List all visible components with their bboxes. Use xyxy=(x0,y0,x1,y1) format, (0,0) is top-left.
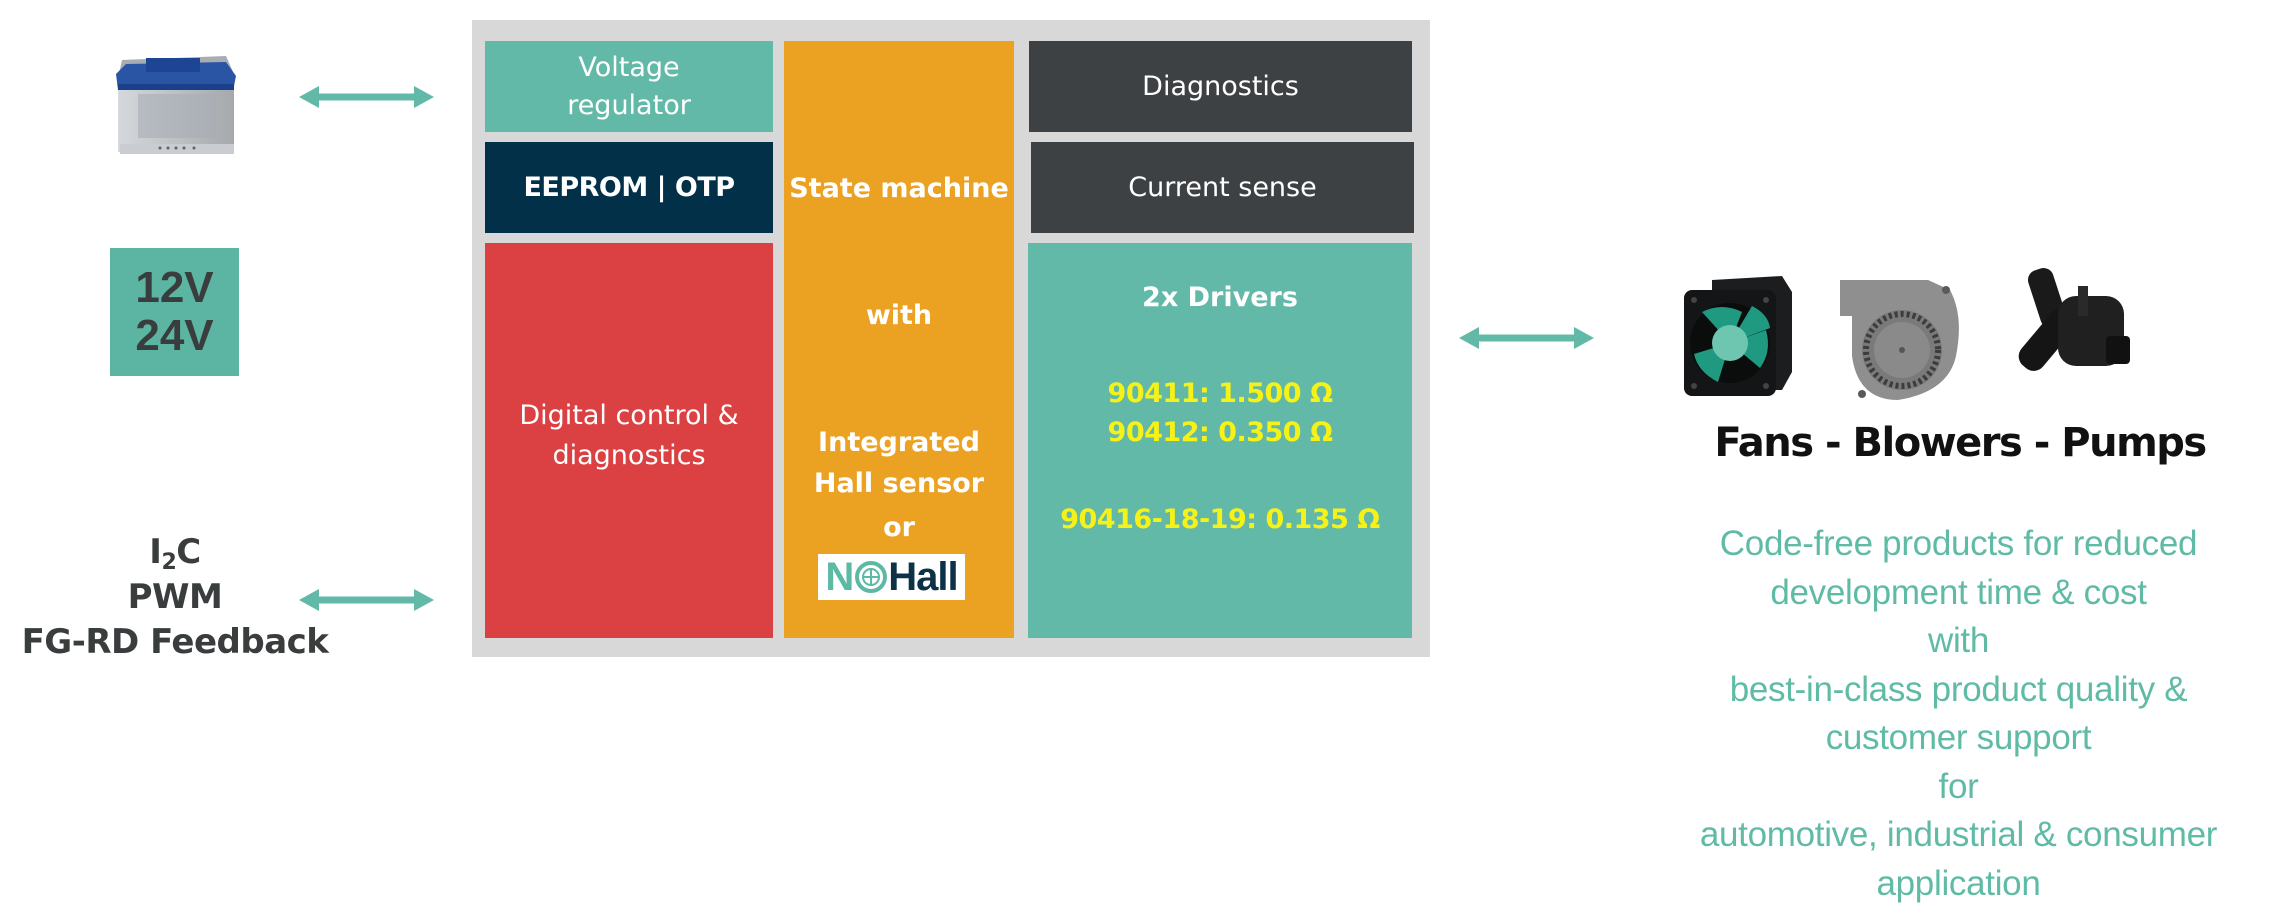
diagnostics-block: Diagnostics xyxy=(1029,41,1412,132)
value-proposition-text: Code-free products for reduced developme… xyxy=(1640,520,2277,908)
drivers-block: 2x Drivers 90411: 1.500 Ω 90412: 0.350 Ω… xyxy=(1028,243,1412,638)
state-machine-block: State machine with Integrated Hall senso… xyxy=(784,41,1014,638)
hall-sensor-ring-icon xyxy=(855,561,888,593)
bidirectional-arrow-icon xyxy=(299,585,434,615)
interface-labels: I2C PWM FG-RD Feedback xyxy=(0,530,350,665)
tagline-line: automotive, industrial & consumer xyxy=(1699,815,2218,854)
voltage-regulator-block: Voltage regulator xyxy=(485,41,773,132)
block-label: Voltage xyxy=(578,51,680,83)
block-label: diagnostics xyxy=(552,439,706,471)
feedback-label: FG-RD Feedback xyxy=(21,622,329,662)
integrated-label: Integrated xyxy=(818,427,980,458)
block-label: Diagnostics xyxy=(1142,71,1299,102)
driver-resistance-90416-18-19: 90416-18-19: 0.135 Ω xyxy=(1060,504,1380,535)
logo-letter: N xyxy=(825,554,855,599)
bidirectional-arrow-icon xyxy=(299,82,434,112)
i2c-label: I2C xyxy=(149,532,201,575)
digital-control-block: Digital control & diagnostics xyxy=(485,243,773,638)
voltage-24v: 24V xyxy=(135,311,214,360)
tagline-line: best-in-class product quality & xyxy=(1729,669,2188,709)
driver-resistance-90411: 90411: 1.500 Ω xyxy=(1107,378,1333,409)
pump-icon xyxy=(2008,266,2138,392)
car-battery-icon xyxy=(108,34,242,160)
block-label: regulator xyxy=(567,89,691,121)
loads-title: Fans - Blowers - Pumps xyxy=(1714,420,2207,466)
chip-block-diagram: Voltage regulator EEPROM | OTP Digital c… xyxy=(472,20,1430,657)
block-label: EEPROM | OTP xyxy=(523,172,735,203)
voltage-12v: 12V xyxy=(135,263,214,312)
driver-resistance-90412: 90412: 0.350 Ω xyxy=(1107,417,1333,448)
tagline-line: with xyxy=(1927,621,1990,660)
state-machine-label: State machine xyxy=(789,173,1009,204)
tagline-line: for xyxy=(1938,766,1979,806)
current-sense-block: Current sense xyxy=(1031,142,1414,233)
blower-icon xyxy=(1838,276,1968,404)
drivers-title: 2x Drivers xyxy=(1142,282,1298,313)
bidirectional-arrow-icon xyxy=(1459,323,1594,353)
pwm-label: PWM xyxy=(127,577,223,617)
tagline-line: customer support xyxy=(1825,718,2092,757)
logo-word: Hall xyxy=(888,554,958,599)
block-label: Digital control & xyxy=(519,399,739,431)
tagline-line: Code-free products for reduced xyxy=(1719,524,2198,563)
or-label: or xyxy=(883,512,915,543)
with-label: with xyxy=(865,300,933,331)
block-label: Current sense xyxy=(1128,172,1317,203)
eeprom-otp-block: EEPROM | OTP xyxy=(485,142,773,233)
tagline-line: development time & cost xyxy=(1770,572,2147,612)
supply-voltage-badge: 12V 24V xyxy=(110,248,239,376)
hall-sensor-label: Hall sensor xyxy=(813,468,985,499)
nohall-logo: N Hall xyxy=(818,554,965,600)
fan-icon xyxy=(1682,272,1794,400)
tagline-line: application xyxy=(1876,863,2041,903)
